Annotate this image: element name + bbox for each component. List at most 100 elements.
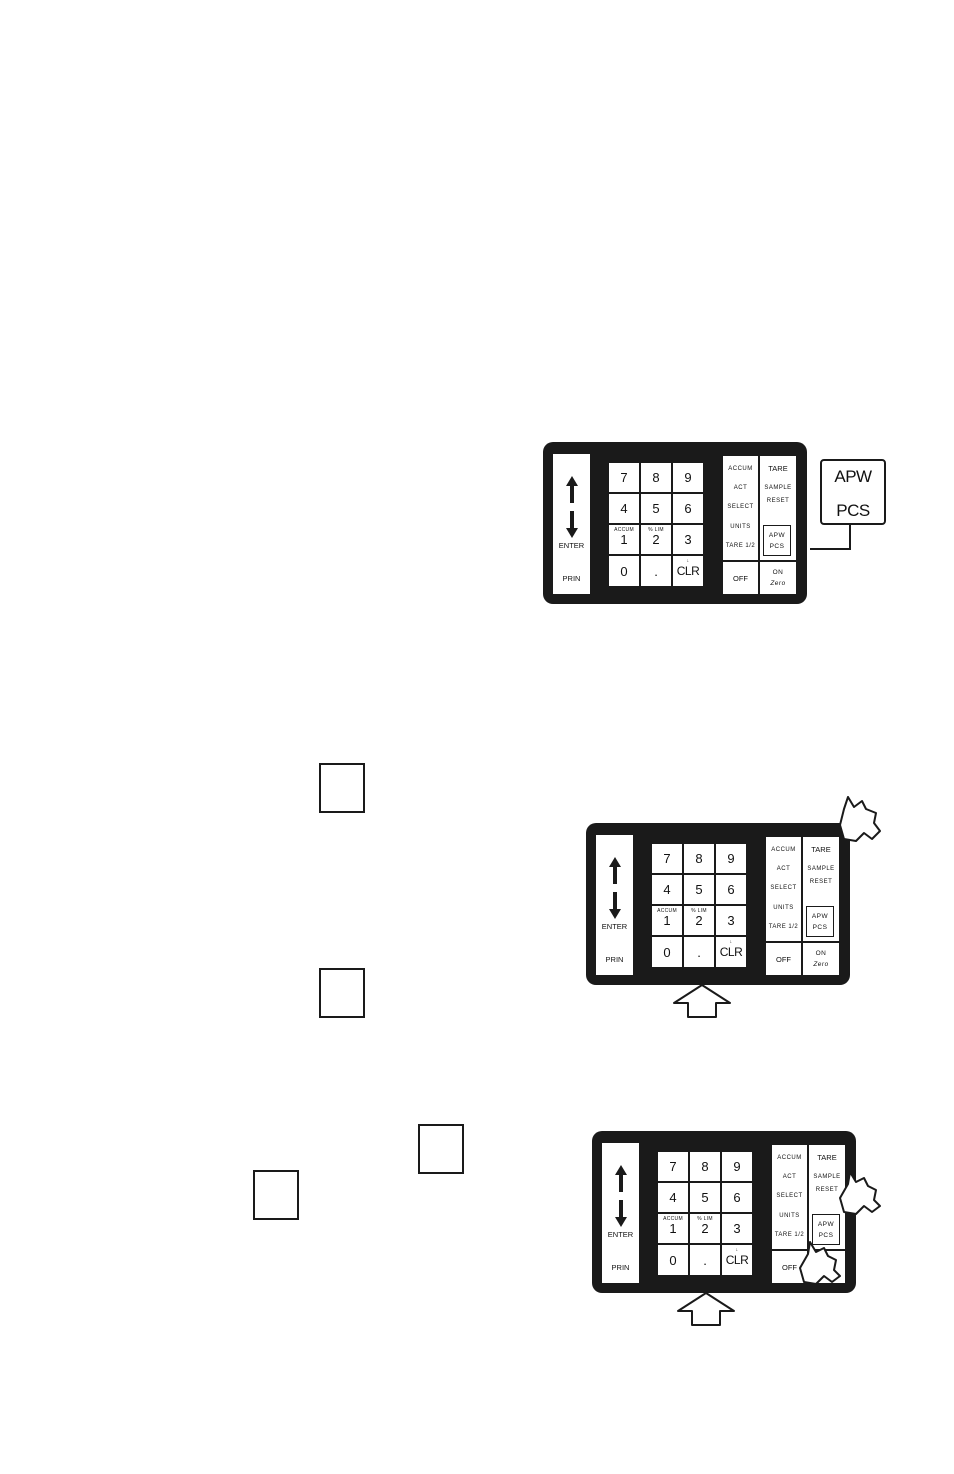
key-4: 4: [652, 875, 682, 904]
callout-leader-line: [810, 525, 851, 550]
key-dot: .: [684, 937, 714, 967]
act-label: ACT: [782, 1174, 797, 1181]
key-6: 6: [673, 494, 703, 523]
callout-apw: APW: [834, 467, 872, 486]
sample-label: SAMPLE: [807, 866, 835, 872]
enter-key: ENTER: [601, 921, 628, 931]
reset-label: RESET: [809, 879, 833, 885]
pointing-hand-icon: [839, 1171, 881, 1215]
units-label: UNITS: [779, 1212, 800, 1219]
act-label: ACT: [733, 485, 748, 492]
select-label: SELECT: [727, 504, 754, 511]
key-1-label: 1: [663, 913, 671, 928]
apw-pcs-callout: APW PCS: [820, 459, 886, 525]
up-down-arrow-icon: [614, 1164, 628, 1232]
key-9: 9: [716, 844, 746, 873]
pointing-hand-icon: [839, 796, 881, 842]
key-2-sub: % LIM: [691, 908, 707, 914]
sample-label: SAMPLE: [764, 485, 792, 491]
callout-pcs: PCS: [836, 501, 870, 520]
accum-label: ACCUM: [771, 847, 796, 854]
key-clr-label: CLR: [676, 564, 700, 578]
on-zero-key: ON Zero: [803, 943, 839, 975]
print-key: PRIN: [596, 943, 633, 975]
reset-label: RESET: [815, 1187, 839, 1193]
pcs-label: PCS: [769, 542, 785, 550]
key-clr: ↓CLR: [722, 1245, 752, 1275]
off-key: OFF: [766, 943, 801, 975]
key-6: 6: [722, 1183, 752, 1212]
key-5: 5: [684, 875, 714, 904]
key-5: 5: [690, 1183, 720, 1212]
key-4: 4: [609, 494, 639, 523]
units-label: UNITS: [730, 523, 751, 530]
accum-label: ACCUM: [728, 466, 753, 473]
up-down-arrow-icon: [608, 856, 622, 924]
on-zero-key: ON Zero: [760, 562, 796, 594]
function-column-mid: ACCUM ACT SELECT UNITS TARE 1/2: [766, 837, 801, 941]
key-clr-sub: ↓: [735, 1247, 739, 1253]
key-5: 5: [641, 494, 671, 523]
key-6: 6: [716, 875, 746, 904]
function-column-mid: ACCUM ACT SELECT UNITS TARE 1/2: [723, 456, 758, 560]
key-7: 7: [609, 463, 639, 492]
apw-label: APW: [768, 531, 786, 539]
blank-box: [319, 763, 365, 813]
key-2-label: 2: [701, 1221, 709, 1236]
tare-half-label: TARE 1/2: [768, 923, 799, 930]
key-0: 0: [658, 1245, 688, 1275]
apw-pcs-key: APW PCS: [763, 525, 791, 556]
key-3: 3: [716, 906, 746, 935]
arrow-key: [602, 1143, 639, 1253]
on-label: ON: [772, 569, 784, 576]
units-label: UNITS: [773, 904, 794, 911]
tare-label: TARE: [817, 1153, 837, 1162]
key-clr-label: CLR: [725, 1253, 749, 1267]
key-2-label: 2: [652, 532, 660, 547]
blank-box: [253, 1170, 299, 1220]
pcs-label: PCS: [818, 1231, 834, 1239]
key-3: 3: [722, 1214, 752, 1243]
enter-key: ENTER: [558, 540, 585, 550]
key-8: 8: [690, 1152, 720, 1181]
sample-label: SAMPLE: [813, 1174, 841, 1180]
act-label: ACT: [776, 866, 791, 873]
key-2-sub: % LIM: [697, 1216, 713, 1222]
key-9: 9: [722, 1152, 752, 1181]
key-2-label: 2: [695, 913, 703, 928]
print-key: PRIN: [602, 1251, 639, 1283]
up-down-arrow-icon: [565, 475, 579, 543]
tare-label: TARE: [768, 464, 788, 473]
key-9: 9: [673, 463, 703, 492]
key-clr: ↓CLR: [716, 937, 746, 967]
key-7: 7: [658, 1152, 688, 1181]
key-1-sub: ACCUM: [657, 908, 677, 914]
enter-key: ENTER: [607, 1229, 634, 1239]
apw-pcs-key: APW PCS: [806, 906, 834, 937]
upward-arrow-icon: [677, 1292, 735, 1326]
tare-label: TARE: [811, 845, 831, 854]
select-label: SELECT: [776, 1193, 803, 1200]
zero-label: Zero: [770, 580, 786, 587]
key-0: 0: [609, 556, 639, 586]
key-7: 7: [652, 844, 682, 873]
key-clr: ↓CLR: [673, 556, 703, 586]
key-dot: .: [690, 1245, 720, 1275]
zero-label: Zero: [813, 961, 829, 968]
on-label: ON: [815, 950, 827, 957]
key-clr-sub: ↓: [686, 558, 690, 564]
blank-box: [418, 1124, 464, 1174]
apw-pcs-key: APW PCS: [812, 1214, 840, 1245]
key-3: 3: [673, 525, 703, 554]
key-clr-sub: ↓: [729, 939, 733, 945]
tare-half-label: TARE 1/2: [774, 1231, 805, 1238]
key-0: 0: [652, 937, 682, 967]
key-2-sub: % LIM: [648, 527, 664, 533]
